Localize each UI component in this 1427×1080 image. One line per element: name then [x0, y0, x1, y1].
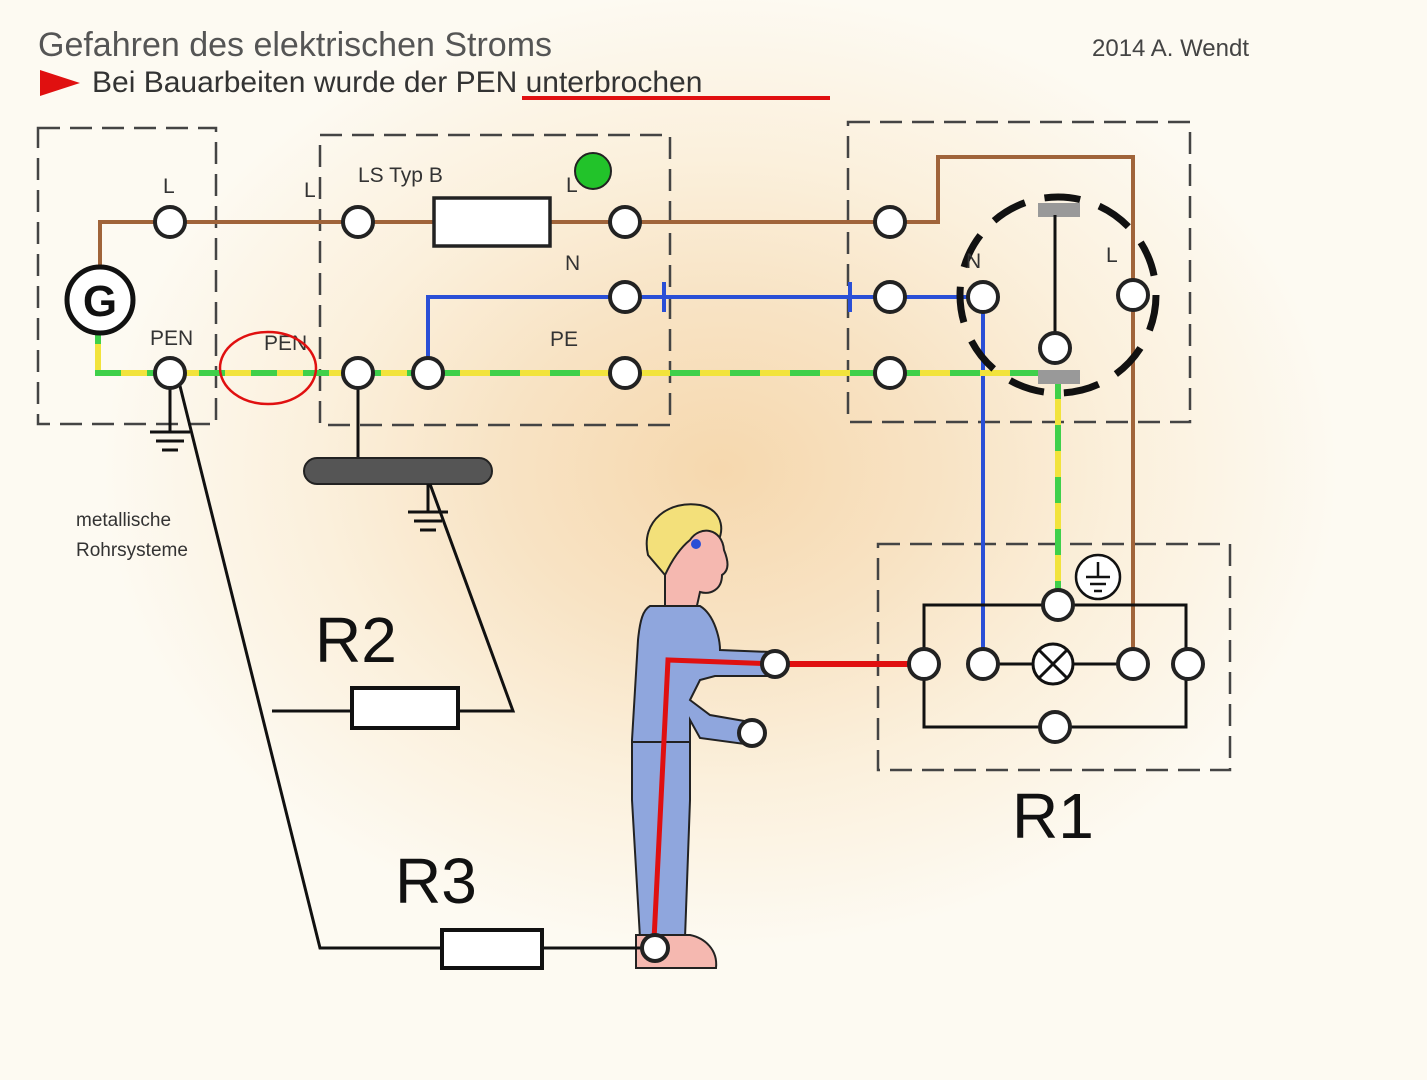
ls-L-in-label: L: [304, 179, 316, 202]
red-arrow-icon: [40, 70, 80, 96]
resistor-r2: [350, 686, 460, 730]
terminal-gen-PEN: [153, 356, 187, 390]
r1-label: R1: [1012, 780, 1094, 852]
pen-break-marker: [218, 330, 318, 406]
terminal-socket-PE-in: [873, 356, 907, 390]
socket-contact-top: [1038, 203, 1080, 217]
ground-icon: [408, 484, 448, 532]
terminal-socket-N: [966, 280, 1000, 314]
ls-N-label: N: [565, 252, 580, 275]
socket-outline: [956, 193, 1160, 397]
pe-wires: [95, 318, 1061, 605]
gen-PEN-label: PEN: [150, 327, 193, 350]
generator-icon: [64, 264, 136, 336]
person-figure: [631, 503, 777, 969]
socket-L-label: L: [1106, 244, 1118, 267]
terminal-socket-N-in: [873, 280, 907, 314]
socket-contact-bottom: [1038, 370, 1080, 384]
terminal-ls-PEN: [341, 356, 375, 390]
author-credit: 2014 A. Wendt: [1092, 35, 1249, 62]
terminal-ls-N: [608, 280, 642, 314]
pipes-label-line2: Rohrsysteme: [76, 540, 188, 561]
terminal-hand: [760, 649, 790, 679]
resistor-wiring: [176, 377, 655, 950]
terminal-socket-L-in: [873, 205, 907, 239]
generator-symbol: G: [83, 277, 117, 326]
ls-PE-label: PE: [550, 328, 578, 351]
terminal-device-N: [966, 647, 1000, 681]
terminal-device-L: [1116, 647, 1150, 681]
pipes-label-line1: metallische: [76, 510, 171, 531]
terminal-socket-L: [1116, 278, 1150, 312]
ls-L-out-label: L: [566, 174, 578, 197]
terminal-foot: [640, 933, 670, 963]
diagram-title: Gefahren des elektrischen Stroms: [38, 26, 552, 64]
terminal-device-bottom: [1038, 710, 1072, 744]
terminal-device-PE: [1041, 588, 1075, 622]
terminal-ls-split: [411, 356, 445, 390]
ls-type-label: LS Typ B: [358, 164, 443, 187]
r3-label: R3: [395, 845, 477, 917]
distribution-box: [318, 133, 672, 427]
socket-N-label: N: [966, 250, 981, 273]
body-current-path: [651, 657, 776, 941]
device-box: [876, 542, 1232, 772]
terminal-ls-PE: [608, 356, 642, 390]
terminal-ls-L-out: [608, 205, 642, 239]
r2-label: R2: [315, 604, 397, 676]
metal-pipe: [303, 457, 493, 485]
socket-box: [846, 120, 1192, 424]
terminal-device-right: [1171, 647, 1205, 681]
gen-L-label: L: [163, 175, 175, 198]
diagram-subtitle: Bei Bauarbeiten wurde der PEN unterbroch…: [92, 66, 702, 99]
terminal-hand-left: [737, 718, 767, 748]
status-led: [574, 152, 612, 190]
earth-terminal-icon: [1074, 553, 1122, 601]
neutral-wires: [426, 282, 985, 664]
terminal-ls-L-in: [341, 205, 375, 239]
generator-box: [36, 126, 218, 426]
terminal-gen-L: [153, 205, 187, 239]
terminal-device-case: [907, 647, 941, 681]
terminal-socket-PE: [1038, 331, 1072, 365]
terminals: [153, 205, 1205, 963]
lamp-icon: [1031, 642, 1075, 686]
circuit-breaker: [432, 196, 552, 248]
resistor-r3: [440, 928, 544, 970]
